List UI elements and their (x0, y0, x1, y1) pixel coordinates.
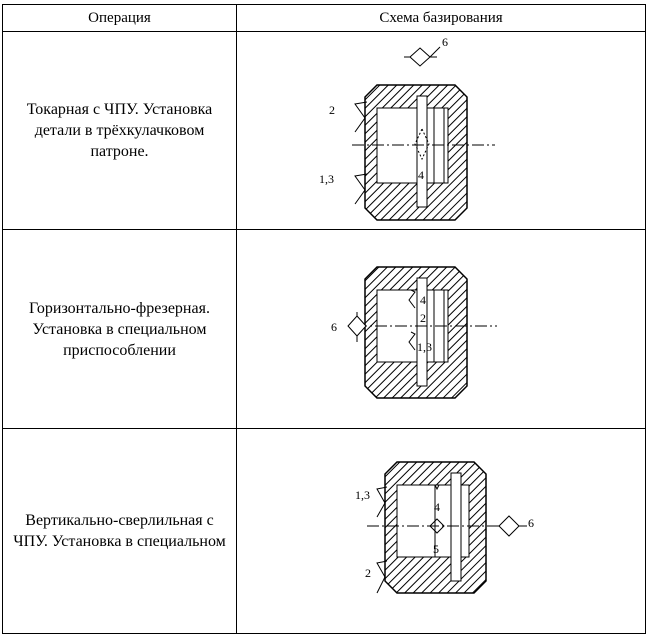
diamond-symbol (347, 315, 367, 337)
jaw-mark-lower (354, 173, 368, 205)
table-row: Вертикально-сверлильная с ЧПУ. Установка… (2, 428, 646, 634)
label-inner-top: 4 (420, 293, 426, 307)
center-symbol (429, 518, 445, 534)
basing-scheme-diagram: 6 2 1,3 4 (319, 35, 495, 221)
diamond-symbol (498, 515, 520, 537)
scheme-cell: 6 1,3 2 4 5 (236, 428, 646, 634)
header-operation: Операция (2, 4, 237, 32)
header-scheme: Схема базирования (236, 4, 646, 32)
scheme-cell: 6 4 2 1,3 (236, 229, 646, 429)
diamond-symbol (409, 47, 431, 67)
label-inner-low: 5 (433, 542, 439, 556)
part-slot (416, 95, 428, 208)
label-upper: 1,3 (355, 488, 370, 502)
label-inner-top: 4 (434, 500, 440, 514)
operation-cell: Горизонтально-фрезерная. Установка в спе… (2, 229, 237, 429)
label-right: 6 (528, 516, 534, 530)
part-slot (450, 472, 462, 582)
label-left: 6 (331, 320, 337, 334)
basing-scheme-diagram: 6 4 2 1,3 (331, 266, 497, 399)
table-row: Горизонтально-фрезерная. Установка в спе… (2, 229, 646, 429)
jaw-mark-upper (354, 101, 368, 133)
label-lower: 2 (365, 566, 371, 580)
operation-cell: Вертикально-сверлильная с ЧПУ. Установка… (2, 428, 237, 634)
label-inner-low: 1,3 (417, 340, 432, 354)
operation-cell: Токарная с ЧПУ. Установка детали в трёхк… (2, 31, 237, 230)
basing-table: Операция Схема базирования Токарная с ЧП… (2, 4, 646, 634)
jaw-mark-lower (408, 331, 416, 351)
label-inner-mid: 2 (420, 311, 426, 325)
operation-text: Горизонтально-фрезерная. Установка в спе… (29, 299, 210, 359)
operation-text: Вертикально-сверлильная с ЧПУ. Установка… (13, 512, 226, 550)
jaw-mark-upper (408, 289, 416, 309)
part-bore-inner (396, 484, 436, 558)
scheme-cell: 6 2 1,3 4 (236, 31, 646, 230)
label-center: 4 (418, 168, 424, 182)
part-slot (416, 277, 428, 387)
support-mark-upper (376, 486, 388, 518)
label-upper: 2 (329, 103, 335, 117)
inner-mark (434, 484, 440, 491)
leader-line (429, 46, 441, 58)
table-row: Токарная с ЧПУ. Установка детали в трёхк… (2, 31, 646, 230)
label-lower: 1,3 (319, 172, 334, 186)
header-row: Операция Схема базирования (2, 4, 646, 32)
basing-scheme-diagram: 6 1,3 2 4 5 (355, 461, 534, 594)
center-symbol (414, 127, 430, 161)
support-mark-lower (376, 560, 388, 594)
label-top: 6 (442, 35, 448, 49)
operation-text: Токарная с ЧПУ. Установка детали в трёхк… (26, 101, 213, 160)
